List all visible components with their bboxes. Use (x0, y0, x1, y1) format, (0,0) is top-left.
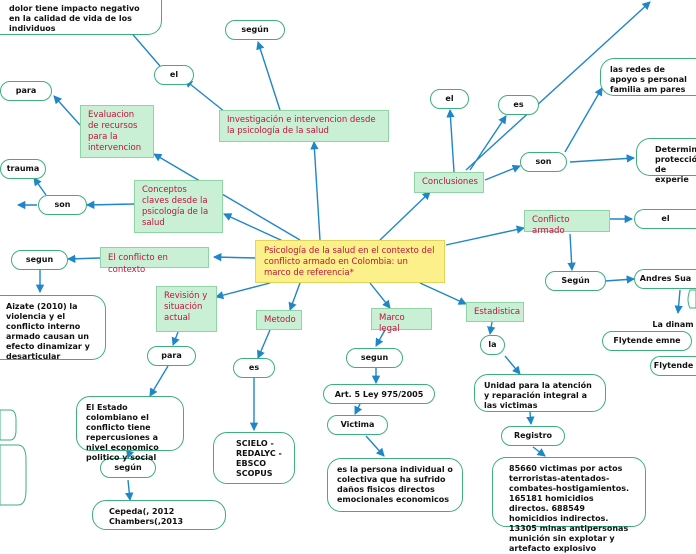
topic-estadistica[interactable]: Estadistica (466, 302, 524, 322)
text-unidad[interactable]: Unidad para la atención y reparación int… (474, 374, 606, 412)
label-segun-revision[interactable]: según (100, 458, 156, 478)
label-victima[interactable]: Victima (327, 415, 388, 435)
label-para[interactable]: para (0, 81, 52, 101)
text-victimas[interactable]: 85660 victimas por actos terroristas-ate… (492, 457, 646, 553)
text-determina[interactable]: Determina protección de experie (636, 138, 696, 184)
text-aizate[interactable]: Aizate (2010) la violencia y el conflict… (0, 295, 106, 361)
label-flytende[interactable]: Flytende (650, 356, 696, 376)
label-la-dinam[interactable]: La dinam (652, 320, 694, 329)
label-segun-conflicto[interactable]: Según (545, 271, 606, 291)
text-redes[interactable]: las redes de apoyo s personal familia am… (600, 58, 696, 96)
label-segun-marco[interactable]: segun (346, 348, 403, 368)
label-es-metodo[interactable]: es (233, 358, 275, 378)
label-el-conflicto[interactable]: el (634, 209, 696, 229)
topic-conceptos[interactable]: Conceptos claves desde la psicología de … (134, 180, 223, 233)
central-topic[interactable]: Psicología de la salud en el contexto de… (255, 240, 445, 283)
label-son-conclusiones[interactable]: son (520, 152, 567, 172)
topic-conflicto-armado[interactable]: Conflicto armado (524, 210, 610, 236)
label-andres-sua[interactable]: Andres Sua (634, 269, 696, 289)
label-registro[interactable]: Registro (501, 426, 565, 446)
topic-marco-legal[interactable]: Marco legal (371, 308, 432, 334)
topic-investigacion[interactable]: Investigación e intervencion desde la ps… (219, 110, 389, 142)
label-para-revision[interactable]: para (147, 346, 196, 366)
label-segun-contexto[interactable]: segun (11, 250, 68, 270)
topic-contexto[interactable]: El conflicto en contexto (100, 247, 209, 275)
topic-conclusiones[interactable]: Conclusiones (414, 172, 484, 193)
topic-metodo[interactable]: Metodo (256, 310, 302, 330)
text-persona[interactable]: es la persona individual o colectiva que… (327, 458, 463, 512)
text-cepeda[interactable]: Cepeda(, 2012 Chambers(,2013 (92, 500, 226, 530)
label-trauma[interactable]: trauma (0, 159, 46, 179)
label-es-conclusiones[interactable]: es (498, 95, 539, 115)
topic-evaluacion[interactable]: Evaluacion de recursos para la intervenc… (80, 105, 154, 158)
label-el-conclusiones[interactable]: el (430, 89, 469, 109)
label-segun[interactable]: según (225, 20, 285, 40)
text-art5[interactable]: Art. 5 Ley 975/2005 (323, 384, 435, 404)
label-flytende-emne[interactable]: Flytende emne (602, 331, 692, 351)
text-dolor[interactable]: dolor tiene impacto negativo en la calid… (0, 0, 162, 35)
text-estado[interactable]: El Estado colombiano el conflicto tiene … (76, 396, 184, 462)
text-scielo[interactable]: SCIELO - REDALYC - EBSCO SCOPUS (213, 432, 295, 484)
label-son[interactable]: son (38, 195, 87, 215)
label-la[interactable]: la (480, 335, 505, 355)
label-el[interactable]: el (154, 65, 194, 85)
connector-layer (0, 1, 696, 506)
topic-revision[interactable]: Revisión y situación actual (156, 286, 217, 332)
